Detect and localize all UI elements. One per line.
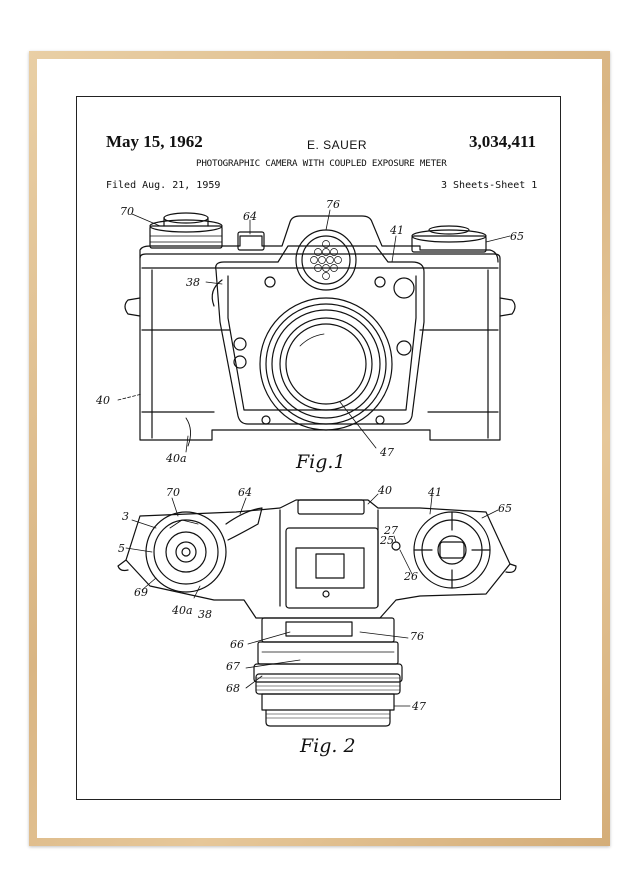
fig2-ref-68: 68 — [226, 682, 240, 695]
fig2-ref-40: 40 — [377, 484, 392, 497]
patent-sheet — [76, 96, 561, 800]
fig2-ref-25: 25 — [379, 534, 394, 547]
fig1-ref-65: 65 — [510, 230, 524, 243]
camera-front-view — [117, 209, 516, 453]
fig2-ref-3: 3 — [122, 510, 129, 523]
patent-number: 3,034,411 — [469, 132, 537, 151]
inventor-name: E. SAUER — [307, 138, 368, 152]
fig2-ref-38: 38 — [198, 608, 212, 621]
fig2-label: Fig. 2 — [299, 735, 356, 757]
sheet-count: 3 Sheets-Sheet 1 — [441, 180, 538, 191]
fig2-ref-69: 69 — [134, 586, 148, 599]
filed-date: Filed Aug. 21, 1959 — [106, 180, 221, 191]
fig1-ref-41: 41 — [389, 224, 404, 237]
fig1-ref-40a: 40a — [165, 452, 187, 465]
camera-top-view — [117, 493, 517, 727]
fig2-ref-40a: 40a — [171, 604, 193, 617]
fig1-ref-76: 76 — [326, 198, 340, 211]
fig1-ref-70: 70 — [120, 205, 134, 218]
fig2-ref-26: 26 — [403, 570, 418, 583]
fig2-ref-47: 47 — [411, 700, 426, 713]
fig1-ref-40: 40 — [95, 394, 110, 407]
fig2-ref-66: 66 — [230, 638, 244, 651]
fig2-ref-27: 27 — [383, 524, 398, 537]
fig2-ref-70: 70 — [166, 486, 180, 499]
fig2-ref-64: 64 — [238, 486, 252, 499]
fig1-ref-64: 64 — [243, 210, 257, 223]
fig2-ref-76: 76 — [410, 630, 424, 643]
fig2-ref-5: 5 — [118, 542, 125, 555]
patent-date: May 15, 1962 — [106, 132, 203, 151]
fig2-ref-41: 41 — [427, 486, 442, 499]
fig2-ref-67: 67 — [226, 660, 240, 673]
fig1-label: Fig.1 — [295, 451, 346, 473]
fig1-ref-38: 38 — [186, 276, 200, 289]
fig1-ref-47: 47 — [379, 446, 394, 459]
patent-title: PHOTOGRAPHIC CAMERA WITH COUPLED EXPOSUR… — [196, 158, 447, 169]
fig2-ref-65: 65 — [498, 502, 512, 515]
